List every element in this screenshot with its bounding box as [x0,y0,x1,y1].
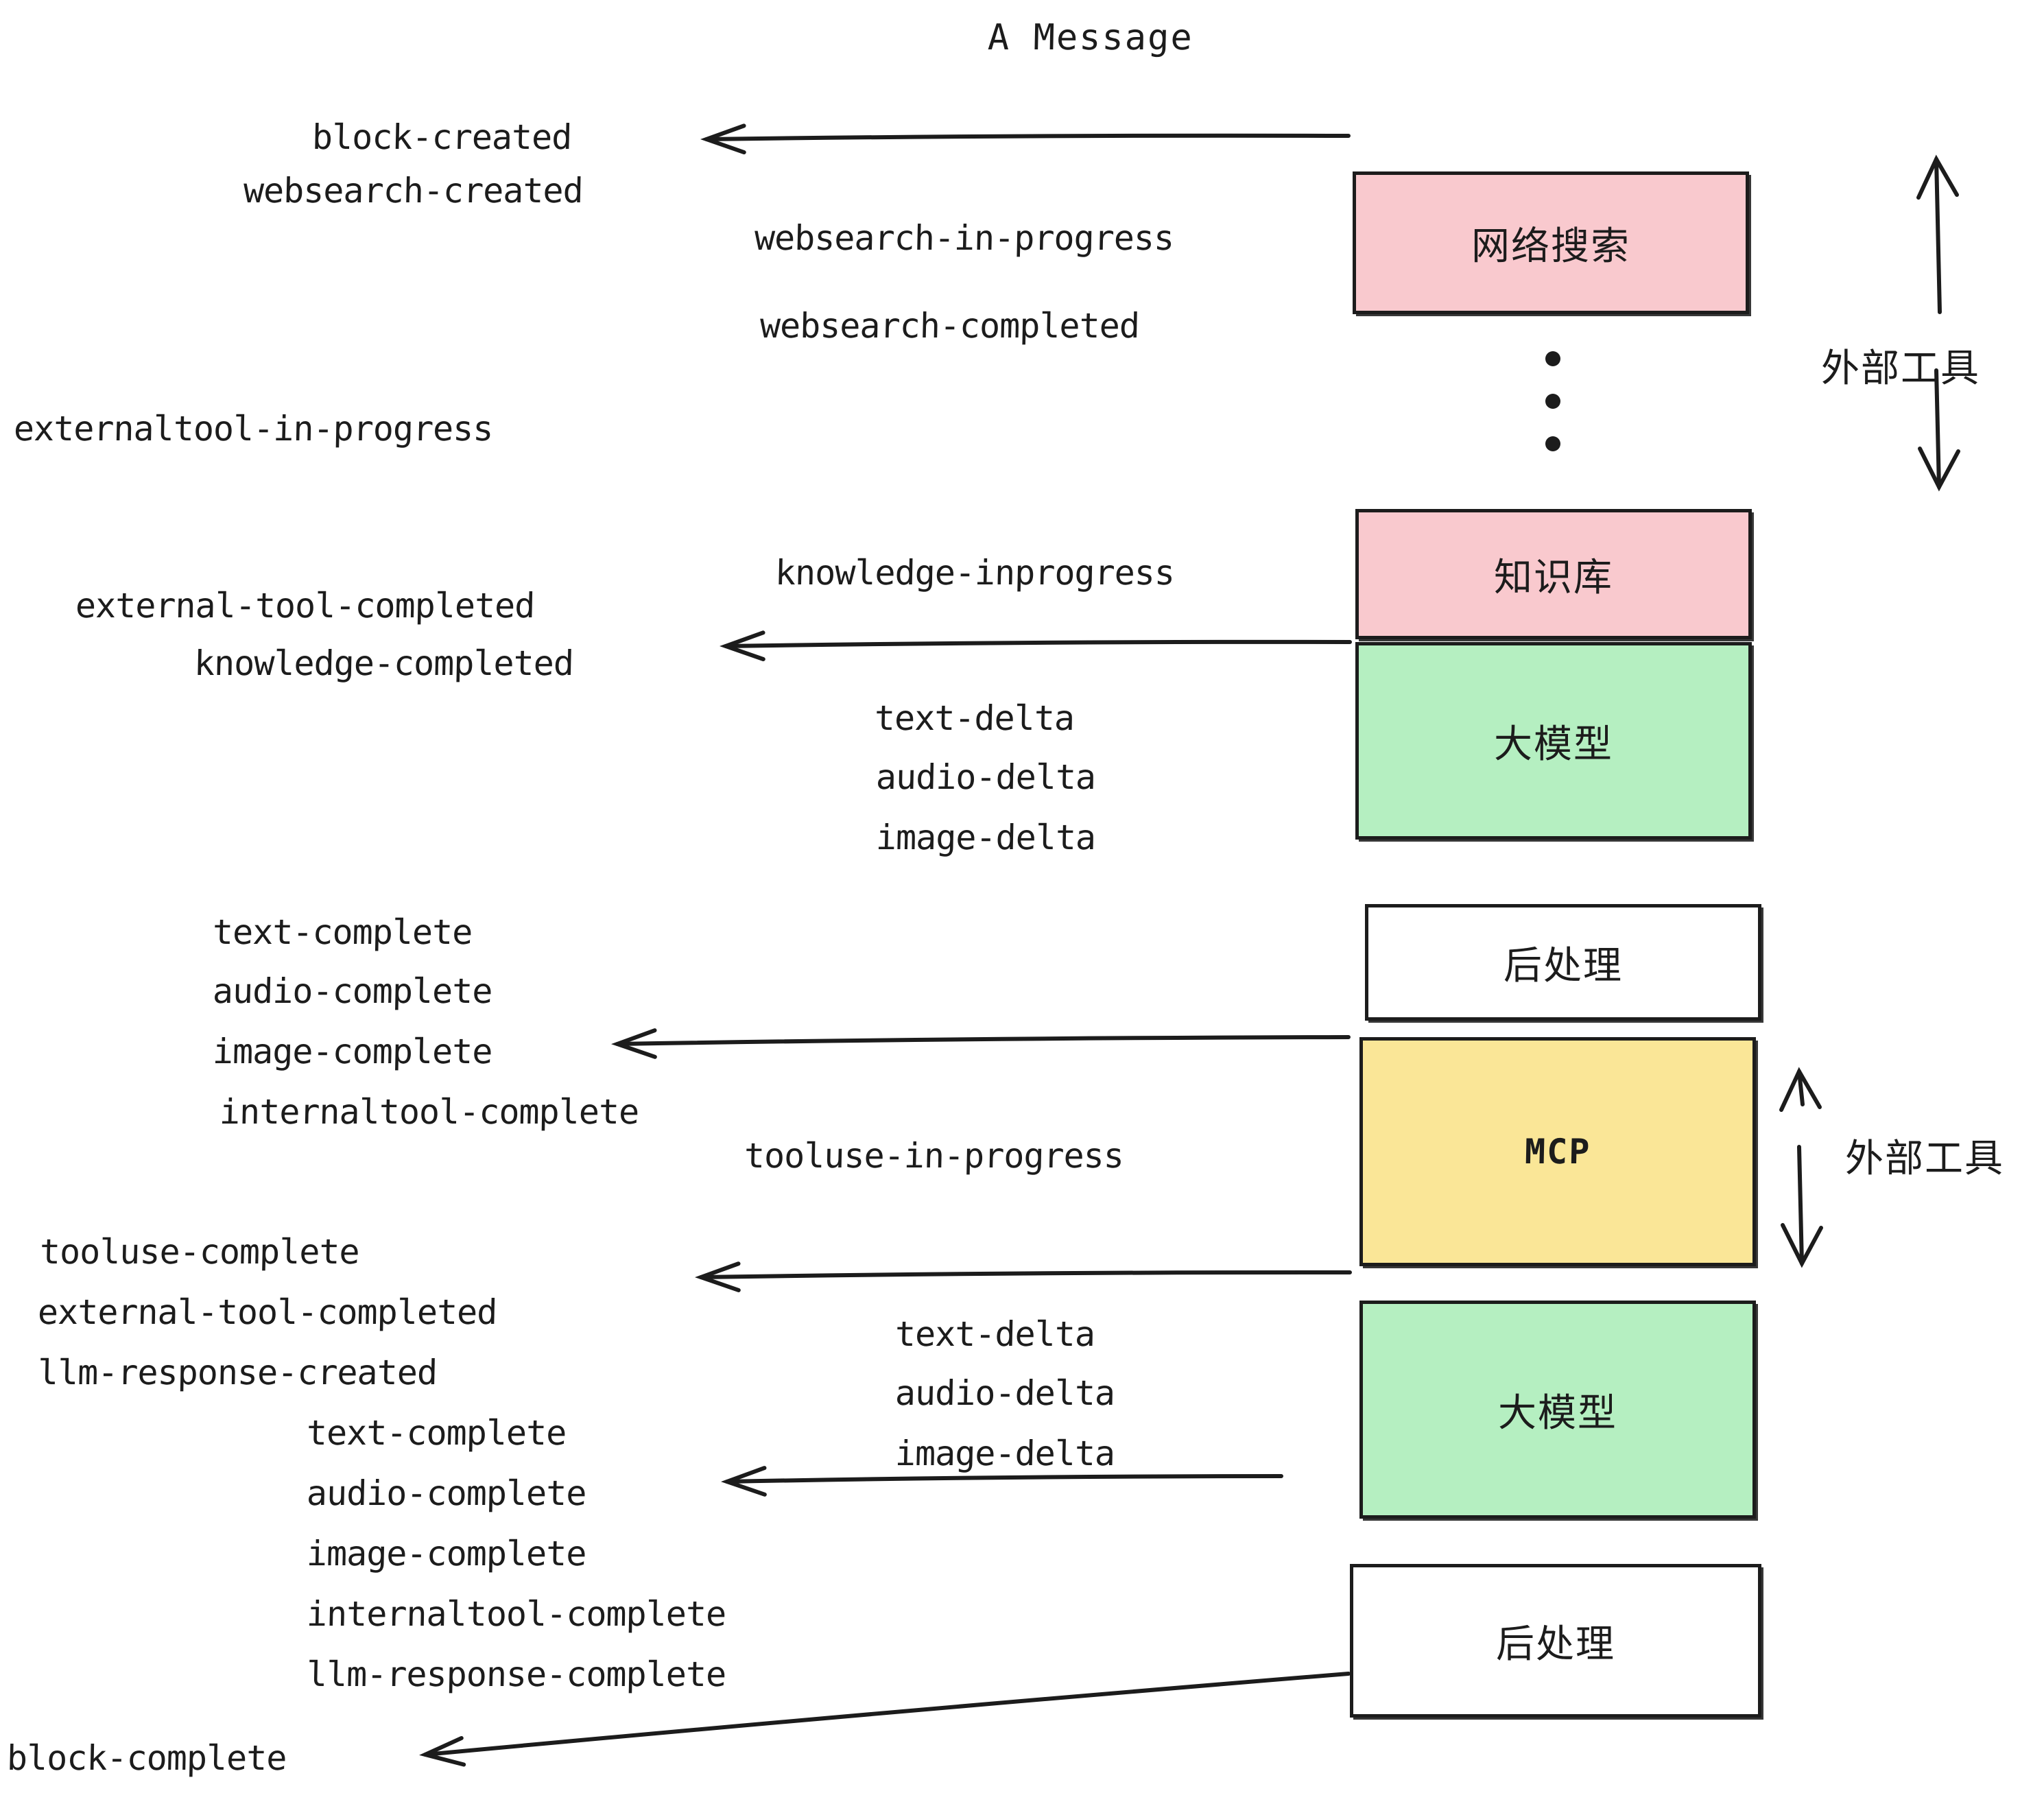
event-label-audio-complete-1: audio-complete [212,971,493,1011]
process-box-llm-2: 大模型 [1359,1301,1756,1519]
ellipsis-dot [1545,351,1560,366]
event-label-image-complete-1: image-complete [212,1032,493,1071]
event-label-image-delta-2: image-delta [894,1434,1115,1473]
process-box-label: MCP [1524,1132,1591,1172]
event-label-block-created: block-created [311,117,572,157]
external-tools-arrow-bottom [1779,1067,1823,1268]
event-label-text-delta-1: text-delta [874,698,1075,738]
process-box-websearch: 网络搜索 [1353,171,1749,314]
event-label-knowledge-completed: knowledge-completed [193,643,574,683]
page-title: A Message [987,17,1194,58]
event-label-internaltool-complete-2: internaltool-complete [306,1594,726,1634]
event-label-external-tool-completed-2: external-tool-completed [37,1292,497,1332]
event-label-audio-complete-2: audio-complete [306,1473,587,1513]
event-label-audio-delta-1: audio-delta [875,757,1096,797]
process-box-label: 知识库 [1494,555,1613,600]
event-label-tooluse-complete: tooluse-complete [39,1232,360,1272]
process-box-llm-1: 大模型 [1355,642,1752,840]
event-label-llm-response-created: llm-response-created [37,1353,438,1392]
ellipsis-dot [1545,436,1560,451]
side-label-external-tools-top: 外部工具 [1821,346,1980,391]
event-label-external-tool-completed-1: external-tool-completed [75,586,535,626]
process-box-mcp: MCP [1359,1037,1756,1266]
arrow-image-complete [611,1028,1351,1059]
process-box-label: 大模型 [1494,722,1613,767]
event-label-text-complete-2: text-complete [306,1413,567,1453]
process-box-label: 后处理 [1504,943,1623,988]
arrow-block-created [700,123,1351,155]
event-label-websearch-in-progress: websearch-in-progress [754,218,1174,258]
event-label-tooluse-in-progress: tooluse-in-progress [744,1136,1124,1176]
event-label-externaltool-in-progress: externaltool-in-progress [13,409,494,449]
process-box-label: 大模型 [1498,1390,1617,1436]
event-label-websearch-created: websearch-created [243,171,584,211]
event-label-audio-delta-2: audio-delta [894,1373,1115,1413]
process-box-knowledge: 知识库 [1355,509,1752,639]
event-label-image-complete-2: image-complete [306,1534,587,1574]
ellipsis-dot [1545,394,1560,409]
event-label-llm-response-complete: llm-response-complete [306,1654,726,1694]
arrow-tooluse-complete [695,1261,1352,1292]
process-box-label: 后处理 [1496,1622,1615,1667]
event-label-text-delta-2: text-delta [894,1314,1095,1354]
arrow-knowledge-done [720,630,1352,661]
event-label-text-complete-1: text-complete [212,912,473,952]
event-label-image-delta-1: image-delta [875,818,1096,857]
side-label-external-tools-bottom: 外部工具 [1845,1137,2004,1181]
event-label-internaltool-complete-1: internaltool-complete [219,1092,639,1132]
process-box-label: 网络搜索 [1471,224,1630,269]
event-label-block-complete: block-complete [6,1738,287,1778]
process-box-postprocess-2: 后处理 [1350,1564,1761,1718]
process-box-postprocess-1: 后处理 [1365,904,1761,1021]
external-tools-arrow-top [1916,154,1960,492]
event-label-knowledge-inprogress: knowledge-inprogress [774,553,1175,593]
event-label-websearch-completed: websearch-completed [759,306,1140,346]
ellipsis-tools-icon [1545,351,1560,451]
